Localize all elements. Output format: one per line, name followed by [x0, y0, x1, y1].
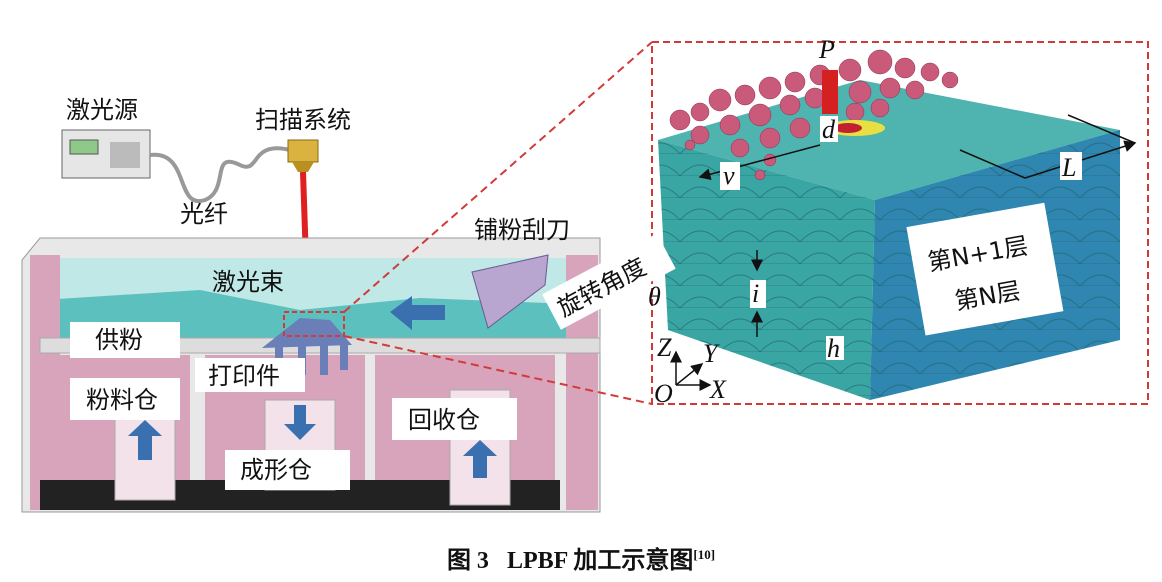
symbol-layer-thickness: i [752, 279, 759, 308]
caption-figure-number: 图 3 [446, 548, 489, 574]
label-powder-supply: 供粉 [95, 326, 143, 354]
laser-source-device [61, 129, 151, 179]
label-build-bin: 成形仓 [240, 456, 312, 484]
symbol-scan-speed: v [723, 161, 735, 190]
label-recoater: 铺粉刮刀 [474, 216, 570, 244]
caption-reference: [10] [693, 547, 716, 562]
hatch-length-line-2 [1067, 114, 1136, 144]
detail-view-frame [651, 41, 1149, 405]
lpbf-diagram: 激光源 扫描系统 光纤 铺粉刮刀 激光束 供粉 打印件 粉料仓 成形仓 回收仓 [21, 35, 1149, 513]
up-arrow-powder-bin [128, 420, 162, 460]
axis-label-origin: O [654, 379, 673, 408]
label-printed-part: 打印件 [208, 362, 280, 390]
zoom-region-marker [283, 311, 345, 337]
down-arrow-build-bin [284, 405, 316, 440]
symbol-power: P [818, 35, 835, 64]
laser-power-bar [822, 70, 838, 114]
symbol-hatch-length: L [1061, 153, 1076, 182]
recoater-direction-arrow [390, 296, 445, 330]
label-recycle-bin: 回收仓 [408, 406, 480, 434]
zoom-line-bottom [343, 335, 653, 405]
label-powder-bin: 粉料仓 [86, 386, 158, 414]
figure-caption: 图 3 LPBF 加工示意图[10] [0, 540, 1162, 575]
symbol-hatch-spacing: h [827, 334, 840, 363]
label-scan-system: 扫描系统 [255, 106, 351, 134]
up-arrow-recycle-bin [463, 440, 497, 478]
label-laser-source: 激光源 [66, 96, 138, 124]
symbol-theta: θ [648, 282, 661, 311]
scan-head [287, 139, 319, 172]
axis-y [675, 363, 704, 386]
fiber-cable [149, 146, 291, 204]
caption-title: LPBF 加工示意图 [506, 548, 694, 574]
powder-particles [669, 49, 959, 181]
zoom-line-top [343, 41, 653, 313]
label-fiber: 光纤 [180, 200, 228, 228]
axis-label-y: Y [703, 339, 720, 368]
axis-label-z: Z [657, 333, 672, 362]
label-laser-beam: 激光束 [212, 268, 284, 296]
axis-label-x: X [709, 375, 727, 404]
recoater-blade [471, 254, 549, 329]
melt-pool-core [834, 123, 862, 133]
symbol-spot-diameter: d [822, 115, 836, 144]
hatch-length-line [959, 149, 1026, 179]
